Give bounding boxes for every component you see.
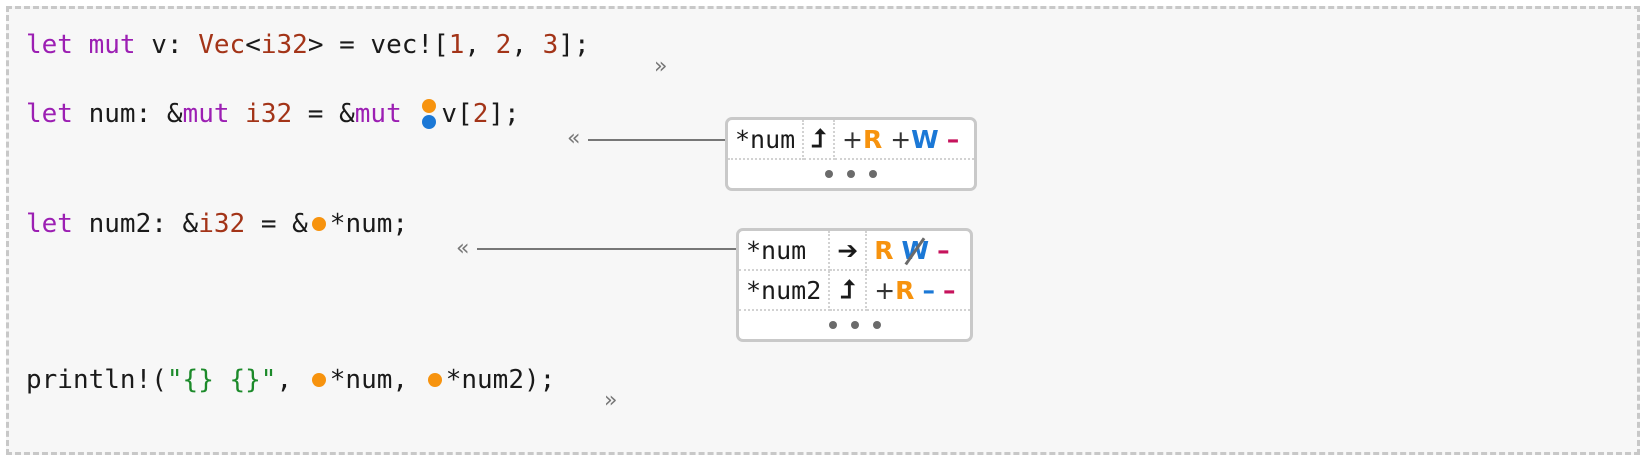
permission-glyph: – — [937, 235, 950, 265]
box1-connector — [588, 139, 728, 141]
read-point — [308, 360, 330, 400]
code-token: mut — [88, 30, 136, 60]
permission-set: +R–– — [866, 270, 971, 311]
place-path: *num — [728, 120, 805, 160]
place-path: *num2 — [739, 270, 831, 311]
more-rows-indicator[interactable] — [739, 311, 970, 339]
code-token: , — [464, 30, 496, 60]
permission-point-stack — [417, 94, 441, 134]
code-token: let — [26, 30, 73, 60]
read-point-dot — [422, 99, 437, 113]
permission-row: *num2⮥+R–– — [739, 270, 971, 311]
code-token: = & — [245, 209, 308, 239]
code-token: num2: & — [72, 209, 199, 239]
box2-connector — [477, 248, 739, 250]
code-line-2: let num: &mut i32 = &mut v[2]; — [26, 94, 520, 134]
ellipsis-dot — [828, 321, 837, 329]
line-end-marker-4: » — [604, 388, 618, 413]
ellipsis-dot — [850, 321, 859, 329]
code-token: i32 — [198, 209, 246, 239]
read-point — [424, 360, 446, 400]
box2-link-marker: « — [456, 236, 470, 261]
gain-arrow-icon: ⮥ — [829, 270, 868, 311]
ellipsis-dot — [872, 321, 881, 329]
permission-box-1: *num⮥+R+W– — [725, 117, 978, 191]
box1-link-marker: « — [567, 126, 581, 151]
code-token: 1 — [448, 30, 465, 60]
code-token: println!( — [26, 365, 167, 395]
permission-glyph: + — [874, 275, 896, 305]
code-token: *num, — [329, 365, 424, 395]
permission-set: +R+W– — [833, 120, 975, 160]
gain-arrow-icon: ⮥ — [803, 120, 835, 160]
permission-row: *num⮥+R+W– — [728, 120, 975, 160]
code-token: > = vec![ — [307, 30, 449, 60]
permission-glyph: + — [841, 124, 863, 154]
code-token: let — [26, 209, 73, 239]
code-token: Vec — [198, 30, 246, 60]
code-token: mut — [354, 99, 402, 129]
code-token: < — [245, 30, 261, 60]
more-rows-indicator[interactable] — [728, 160, 974, 188]
line-end-marker-1: » — [654, 54, 668, 79]
permission-glyph: R — [862, 124, 883, 154]
code-token: i32 — [245, 99, 293, 129]
place-path: *num — [739, 231, 831, 271]
ellipsis-dot — [869, 170, 878, 178]
code-token — [230, 94, 246, 134]
permission-glyph: R — [874, 235, 894, 265]
code-token: , — [511, 30, 543, 60]
ellipsis-dot — [825, 170, 834, 178]
code-token: "{} {}" — [166, 365, 277, 395]
code-token: ]; — [558, 30, 590, 60]
permission-glyph: – — [942, 275, 956, 305]
code-token: 3 — [542, 30, 559, 60]
code-token: *num; — [329, 209, 409, 239]
permission-table: *num⮥+R+W– — [728, 120, 975, 160]
read-point-dot — [311, 373, 326, 387]
permission-glyph: + — [890, 124, 912, 154]
code-token — [73, 25, 89, 65]
code-token: 2 — [495, 30, 512, 60]
code-token: v: — [135, 30, 199, 60]
code-line-4: println!("{} {}", *num, *num2); — [26, 360, 555, 400]
read-point — [308, 204, 330, 244]
code-line-3: let num2: &i32 = & *num; — [26, 204, 408, 244]
permission-glyph: R — [895, 275, 915, 305]
read-point-dot — [311, 217, 326, 231]
code-token: ]; — [488, 99, 520, 129]
code-token: 2 — [472, 99, 489, 129]
permission-glyph: – — [946, 124, 960, 154]
permission-glyph: – — [922, 275, 935, 305]
code-token: v[ — [441, 99, 473, 129]
code-token: let — [26, 99, 73, 129]
read-point-dot — [427, 373, 442, 387]
permission-glyph: W — [901, 235, 930, 265]
code-token: mut — [182, 99, 230, 129]
code-token — [402, 94, 418, 134]
code-line-1: let mut v: Vec<i32> = vec![1, 2, 3]; — [26, 25, 590, 65]
ellipsis-dot — [847, 170, 856, 178]
change-arrow-icon: ➔ — [829, 231, 868, 271]
code-token: i32 — [260, 30, 308, 60]
permission-glyph: W — [911, 124, 939, 154]
code-token: *num2); — [445, 365, 556, 395]
code-token: = & — [292, 99, 355, 129]
code-token: num: & — [72, 99, 183, 129]
write-point-dot — [422, 115, 437, 129]
code-token: , — [276, 365, 308, 395]
